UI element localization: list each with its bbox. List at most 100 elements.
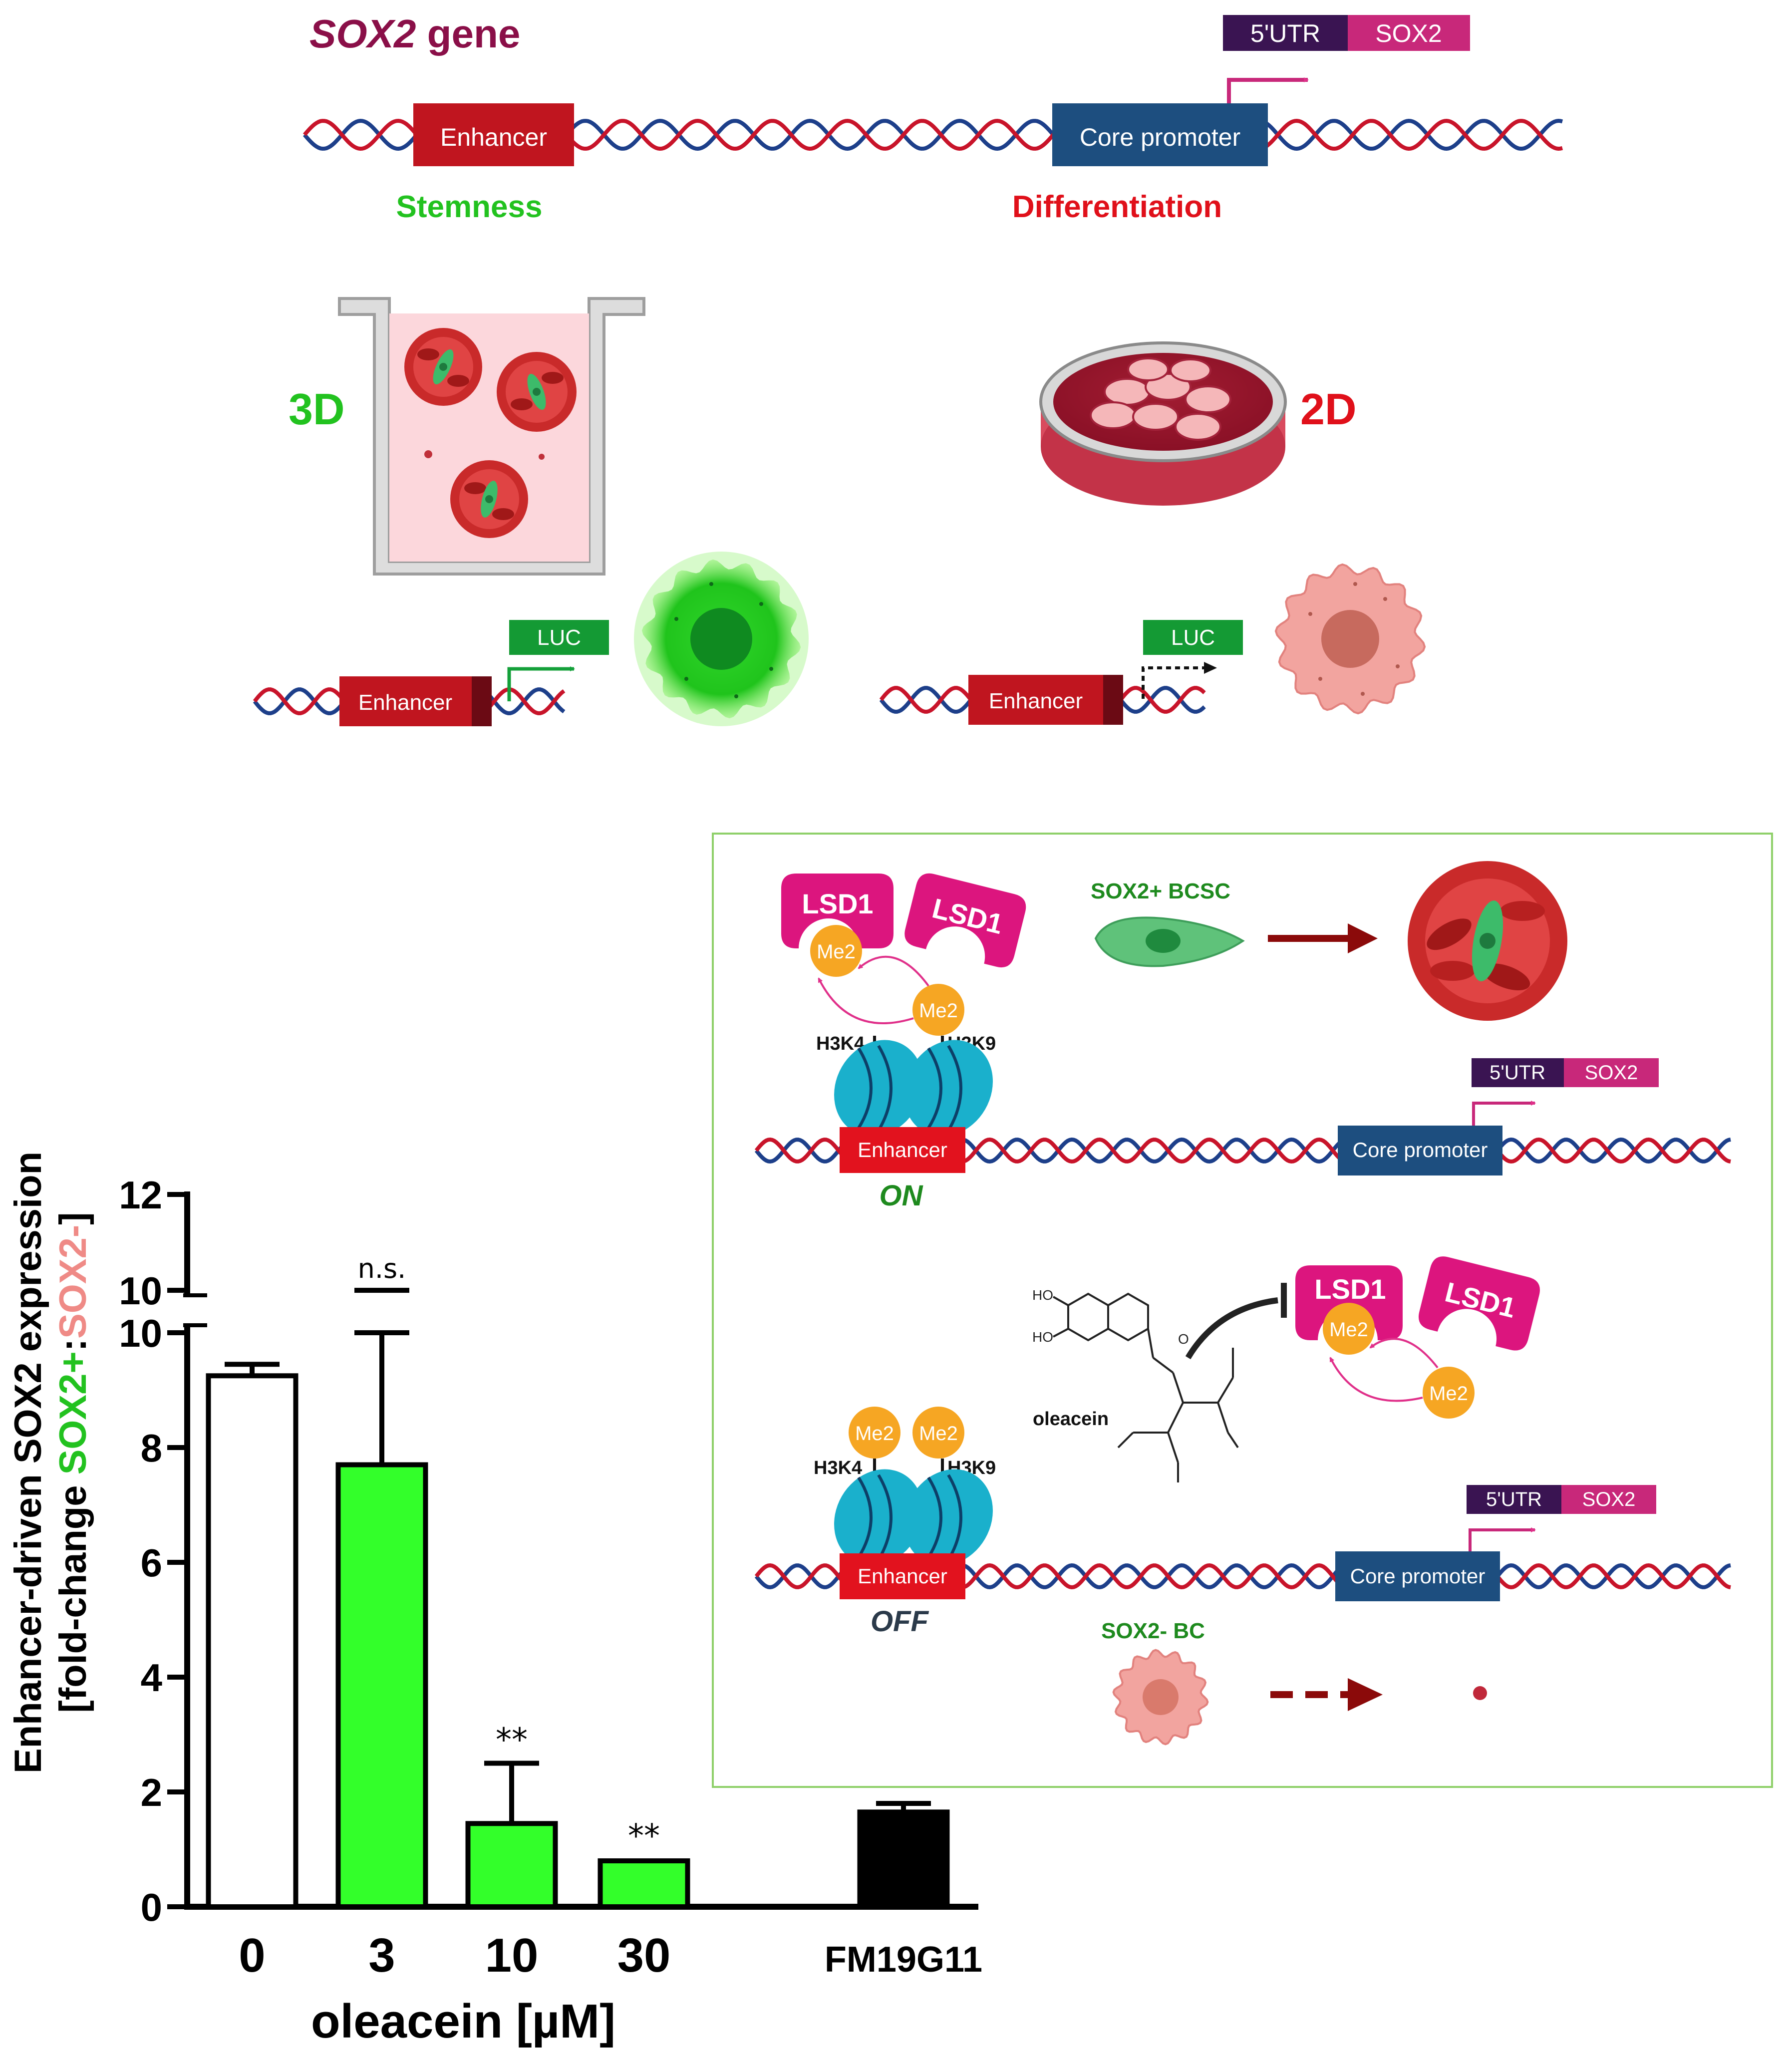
gene-title: SOX2 gene xyxy=(309,11,520,56)
pink-cell-icon xyxy=(1112,1649,1209,1746)
demethylation-arrow-icon xyxy=(858,955,929,987)
demethylation-arrow-icon xyxy=(1369,1338,1439,1369)
core-promoter-box: Core promoter xyxy=(1052,103,1268,166)
lsd1-enzyme-icon: LSD1 xyxy=(1295,1265,1403,1340)
core-promoter-label: Core promoter xyxy=(1353,1138,1488,1162)
enhancer-label: Enhancer xyxy=(358,690,452,715)
y-tick-label: 6 xyxy=(141,1541,162,1585)
core-promoter-label: Core promoter xyxy=(1080,123,1240,151)
sox2-label: SOX2 xyxy=(1375,19,1442,47)
me2-icon: Me2 xyxy=(1323,1303,1375,1355)
lsd1-label: LSD1 xyxy=(802,888,873,919)
stemness-label: Stemness xyxy=(396,190,543,224)
sox2-label: SOX2 xyxy=(1582,1488,1636,1510)
sox2-bcsc-label: SOX2+ BCSC xyxy=(1091,879,1230,903)
sox2-box: SOX2 xyxy=(1348,15,1470,51)
inhibition-arc-icon xyxy=(1185,1297,1278,1360)
off-label: OFF xyxy=(871,1605,929,1638)
chart-ylabel-line2: [fold-change SOX2+:SOX2-] xyxy=(52,1212,94,1713)
spheroid-icon xyxy=(404,328,482,406)
nucleosome-icon xyxy=(834,1469,993,1566)
chart-xlabel: oleacein [µM] xyxy=(311,1995,615,2048)
pink-cell-icon xyxy=(1274,563,1426,715)
me2-label: Me2 xyxy=(1329,1319,1368,1341)
me2-label: Me2 xyxy=(855,1423,894,1445)
y-tick-label: 0 xyxy=(141,1885,162,1929)
lsd1-enzyme-icon: LSD1 xyxy=(1419,1256,1540,1351)
reporter-construct-2d: Enhancer LUC xyxy=(879,620,1243,725)
tss-arrow-icon xyxy=(1472,1101,1536,1126)
h3k4-label: H3K4 xyxy=(814,1458,862,1478)
sox2-bc-label: SOX2- BC xyxy=(1101,1619,1205,1643)
spheroid-icon xyxy=(497,352,577,432)
me2-icon: Me2 xyxy=(912,1407,964,1459)
differentiation-label: Differentiation xyxy=(1012,190,1222,224)
luc-label: LUC xyxy=(537,625,581,650)
me2-label: Me2 xyxy=(817,941,856,963)
petri-dish-icon xyxy=(1039,341,1287,506)
utr-label: 5'UTR xyxy=(1250,19,1320,47)
chart-bar xyxy=(597,1858,690,1909)
x-tick-label: FM19G11 xyxy=(825,1940,982,1980)
3d-label: 3D xyxy=(289,384,345,434)
luc-label: LUC xyxy=(1171,625,1215,650)
ho-label: HO xyxy=(1032,1287,1053,1303)
tss-arrow-icon xyxy=(1469,1527,1536,1551)
y-tick-label: 4 xyxy=(141,1656,162,1700)
enhancer-label: Enhancer xyxy=(858,1138,947,1162)
2d-culture-panel: 2D Enhancer LUC xyxy=(879,341,1426,725)
ho-label: HO xyxy=(1032,1329,1053,1345)
demethylation-arrow-icon xyxy=(818,977,914,1024)
significance-label: n.s. xyxy=(358,1253,406,1284)
x-tick-label: 0 xyxy=(239,1929,265,1982)
stem-cell-icon xyxy=(1094,916,1245,967)
chart-bar xyxy=(206,1373,299,1909)
y-tick-label: 10 xyxy=(119,1311,162,1355)
on-label: ON xyxy=(880,1179,923,1212)
chart-bar xyxy=(857,1809,950,1909)
on-state: LSD1 Me2 LSD1 Me2 H3K4 H3K9 xyxy=(754,861,1731,1212)
spheroid-icon xyxy=(450,460,528,538)
3d-culture-panel: 3D Enhancer LUC xyxy=(253,297,809,726)
x-tick-label: 30 xyxy=(617,1929,671,1982)
off-state: HO HO O oleacein LSD1 Me2 LSD1 Me2 xyxy=(754,1256,1731,1746)
core-promoter-label: Core promoter xyxy=(1350,1564,1486,1588)
y-tick-label: 8 xyxy=(141,1426,162,1470)
enhancer-label: Enhancer xyxy=(989,689,1083,713)
y-tick-label: 12 xyxy=(119,1173,162,1217)
y-tick-label: 10 xyxy=(119,1269,162,1313)
o-label: O xyxy=(1178,1331,1189,1347)
nucleosome-icon xyxy=(834,1040,993,1137)
mechanism-panel: LSD1 Me2 LSD1 Me2 H3K4 H3K9 xyxy=(712,833,1773,1788)
spheroid-icon xyxy=(1408,861,1567,1021)
me2-icon: Me2 xyxy=(912,984,964,1036)
chart-bar xyxy=(335,1462,428,1909)
me2-icon: Me2 xyxy=(849,1407,900,1459)
me2-label: Me2 xyxy=(919,1000,958,1022)
progression-arrow-icon xyxy=(1268,923,1378,953)
me2-label: Me2 xyxy=(919,1423,958,1445)
dying-cell-icon xyxy=(1473,1686,1487,1700)
utr-box: 5'UTR xyxy=(1223,15,1348,51)
lsd1-label: LSD1 xyxy=(1314,1273,1386,1305)
me2-icon: Me2 xyxy=(1423,1367,1475,1419)
utr-label: 5'UTR xyxy=(1486,1488,1542,1510)
demethylation-arrow-icon xyxy=(1329,1357,1423,1402)
sox2-label: SOX2 xyxy=(1585,1062,1638,1084)
significance-label: ** xyxy=(628,1818,660,1855)
2d-label: 2D xyxy=(1300,384,1357,434)
tss-arrow-icon xyxy=(507,666,575,701)
tss-arrow-icon xyxy=(1227,77,1309,103)
enhancer-label: Enhancer xyxy=(858,1564,947,1588)
glowing-cell-icon xyxy=(634,552,809,726)
dashed-progression-arrow-icon xyxy=(1270,1678,1383,1711)
chart-ylabel-line1: Enhancer-driven SOX2 expression xyxy=(7,1152,49,1773)
oleacein-structure-icon xyxy=(1053,1292,1239,1482)
x-tick-label: 3 xyxy=(368,1929,395,1982)
oleacein-label: oleacein xyxy=(1033,1409,1109,1430)
utr-label: 5'UTR xyxy=(1490,1062,1545,1084)
significance-label: ** xyxy=(496,1722,528,1759)
me2-label: Me2 xyxy=(1429,1383,1468,1405)
